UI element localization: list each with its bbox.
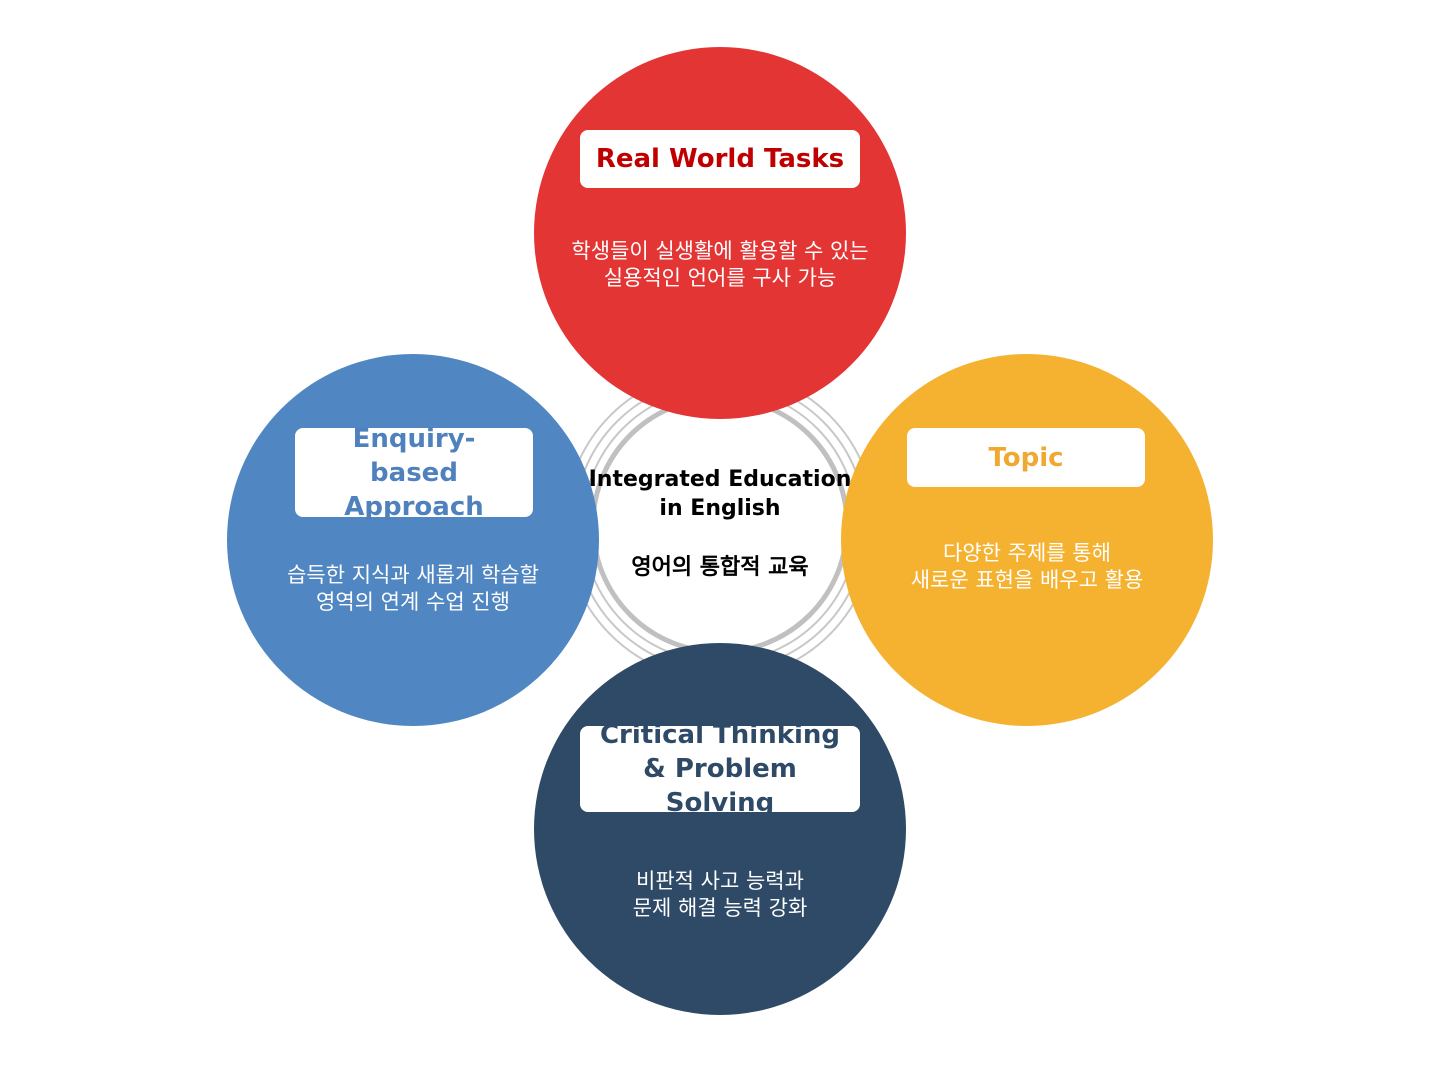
center-title-en: Integrated Education in English <box>588 467 852 521</box>
real-world-tasks-title: Real World Tasks <box>580 130 860 188</box>
enquiry-desc: 습득한 지식과 새롭게 학습할 영역의 연계 수업 진행 <box>287 563 539 614</box>
center-label: Integrated Education in English 영어의 통합적 … <box>580 465 860 581</box>
critical-circle <box>534 643 906 1015</box>
enquiry-title: Enquiry-based Approach <box>295 424 533 522</box>
topic-title: Topic <box>907 428 1145 487</box>
critical-desc: 비판적 사고 능력과 문제 해결 능력 강화 <box>632 869 808 920</box>
real-world-tasks-circle <box>534 47 906 419</box>
center-title-ko: 영어의 통합적 교육 <box>631 555 809 580</box>
enquiry-circle <box>227 354 599 726</box>
topic-circle <box>841 354 1213 726</box>
topic-desc: 다양한 주제를 통해 새로운 표현을 배우고 활용 <box>910 541 1144 592</box>
real-world-tasks-desc: 학생들이 실생활에 활용할 수 있는 실용적인 언어를 구사 가능 <box>571 239 869 290</box>
critical-title: Critical Thinking & Problem Solving <box>580 720 860 818</box>
